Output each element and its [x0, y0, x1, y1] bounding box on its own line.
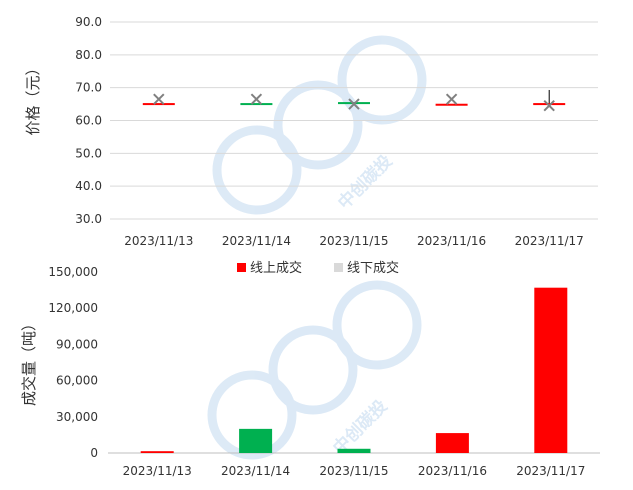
legend-item: 线上成交	[237, 260, 302, 276]
price-x-marker-stroke	[153, 93, 165, 105]
price-candle	[533, 103, 566, 106]
volume-bar	[239, 428, 273, 453]
volume-x-tick-label: 2023/11/14	[221, 464, 290, 478]
price-y-tick-label: 30.0	[75, 212, 102, 226]
price-x-tick-labels: 2023/11/13 2023/11/14 2023/11/15 2023/11/16…	[124, 234, 584, 248]
price-x-marker-stroke	[543, 100, 555, 112]
volume-bar	[435, 433, 469, 453]
volume-chart: 0 30,000 60,000 90,000 120,000 150,000 2023/1…	[20, 260, 600, 478]
volume-y-tick-label: 120,000	[48, 301, 98, 315]
price-y-tick-label: 50.0	[75, 146, 102, 160]
volume-y-tick-label: 150,000	[48, 265, 98, 279]
volume-bar	[337, 448, 371, 453]
price-x-marker	[445, 93, 458, 105]
price-candle	[240, 103, 273, 106]
legend-label: 线上成交	[250, 260, 302, 276]
volume-y-tick-label: 0	[90, 446, 98, 460]
price-x-tick-label: 2023/11/14	[222, 234, 291, 248]
volume-x-tick-label: 2023/11/16	[418, 464, 487, 478]
legend-swatch	[237, 263, 246, 272]
legend-swatch	[334, 263, 343, 272]
volume-y-axis-label: 成交量（吨）	[20, 316, 38, 406]
price-candle	[142, 103, 175, 106]
price-y-tick-label: 60.0	[75, 114, 102, 128]
volume-y-tick-label: 30,000	[56, 410, 98, 424]
price-x-marker-stroke	[445, 93, 458, 105]
volume-y-tick-label: 90,000	[56, 337, 98, 351]
price-y-tick-label: 90.0	[75, 15, 102, 29]
price-x-marker-stroke	[348, 98, 360, 110]
price-x-marker-stroke	[250, 93, 263, 105]
volume-y-tick-label: 60,000	[56, 374, 98, 388]
volume-x-tick-labels: 2023/11/13 2023/11/14 2023/11/15 2023/11/16…	[123, 464, 586, 478]
price-y-tick-label: 80.0	[75, 48, 102, 62]
price-gridlines	[110, 21, 598, 220]
price-x-marker	[348, 98, 360, 110]
volume-x-tick-label: 2023/11/15	[319, 464, 388, 478]
volume-legend: 线上成交 线下成交	[237, 260, 399, 276]
volume-bar	[140, 451, 174, 453]
price-x-marker	[153, 93, 165, 105]
volume-x-tick-label: 2023/11/13	[123, 464, 192, 478]
legend-label: 线下成交	[347, 260, 399, 276]
price-x-tick-label: 2023/11/15	[319, 234, 388, 248]
price-x-tick-label: 2023/11/13	[124, 234, 193, 248]
price-x-marker	[543, 100, 555, 112]
price-marks	[142, 89, 566, 112]
price-y-tick-label: 40.0	[75, 179, 102, 193]
price-x-tick-label: 2023/11/16	[417, 234, 486, 248]
volume-y-tick-labels: 0 30,000 60,000 90,000 120,000 150,000	[48, 265, 98, 460]
price-candle	[435, 103, 468, 106]
price-y-tick-label: 70.0	[75, 81, 102, 95]
price-x-marker	[250, 93, 263, 105]
watermark-top: 中创碳投	[212, 35, 427, 215]
volume-bar	[534, 287, 568, 453]
price-y-axis-label: 价格（元）	[24, 60, 42, 135]
price-x-tick-label: 2023/11/17	[515, 234, 584, 248]
price-y-tick-labels: 30.0 40.0 50.0 60.0 70.0 80.0 90.0	[75, 15, 102, 226]
legend-item: 线下成交	[334, 260, 399, 276]
volume-bars	[140, 287, 568, 453]
volume-x-tick-label: 2023/11/17	[516, 464, 585, 478]
